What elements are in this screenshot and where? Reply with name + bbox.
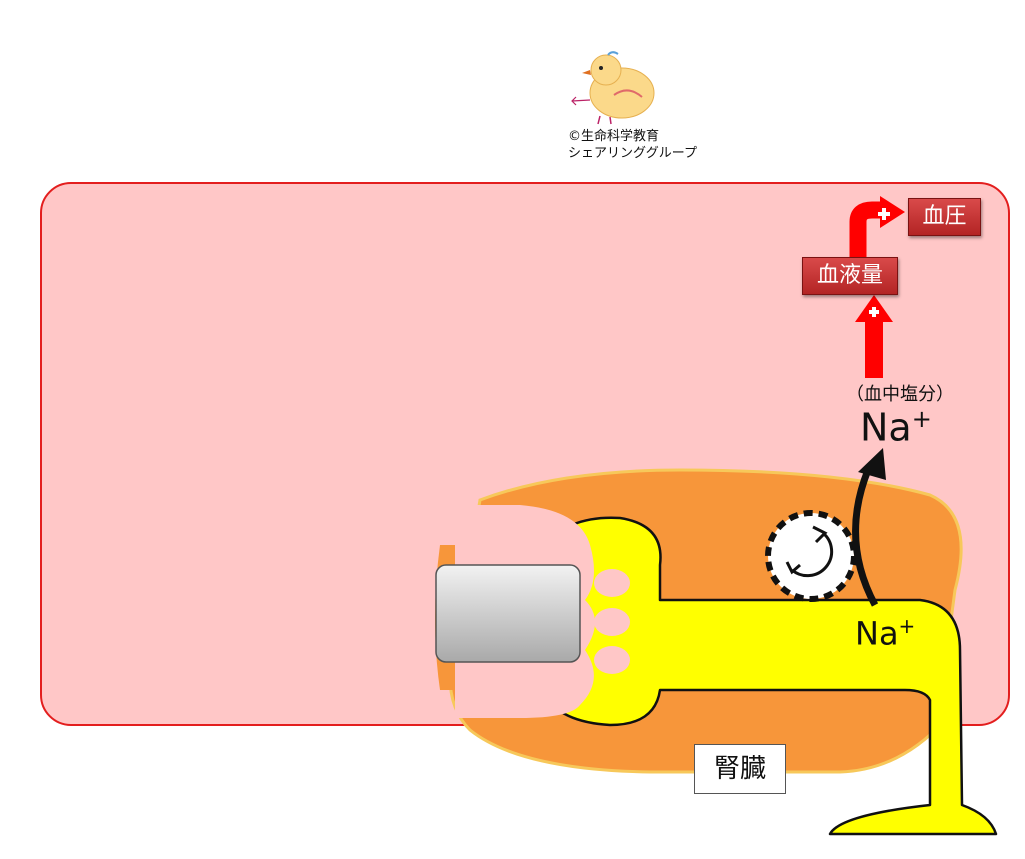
na-charge: + xyxy=(911,405,932,433)
transporter-circle xyxy=(765,510,857,602)
blood-pressure-label: 血圧 xyxy=(908,198,981,236)
na-reabsorption-arrow xyxy=(852,468,879,607)
na-charge: + xyxy=(898,614,916,638)
gray-placeholder-box xyxy=(435,564,581,663)
chick-mascot-icon xyxy=(571,51,655,125)
na-symbol: Na xyxy=(855,614,899,653)
blood-salt-label: （血中塩分） xyxy=(846,384,954,405)
increase-arrow-volume xyxy=(855,295,893,378)
kidney-label: 腎臓 xyxy=(694,744,786,794)
na-symbol: Na xyxy=(860,405,912,450)
na-ion-blood: Na+ xyxy=(860,405,932,450)
glomerulus-lobe xyxy=(594,608,630,636)
renal-tubule xyxy=(543,516,998,836)
copyright-credit: ©生命科学教育 シェアリンググループ xyxy=(568,128,697,162)
increase-arrow-pressure xyxy=(849,196,905,258)
blood-volume-label: 血液量 xyxy=(802,257,898,295)
glomerulus-lobe xyxy=(594,646,630,674)
glomerulus-lobe xyxy=(594,569,630,597)
na-ion-tubule: Na+ xyxy=(855,614,915,653)
circular-arrow-icon xyxy=(791,531,834,578)
credit-line-1: ©生命科学教育 xyxy=(568,129,660,144)
credit-line-2: シェアリンググループ xyxy=(568,146,697,161)
